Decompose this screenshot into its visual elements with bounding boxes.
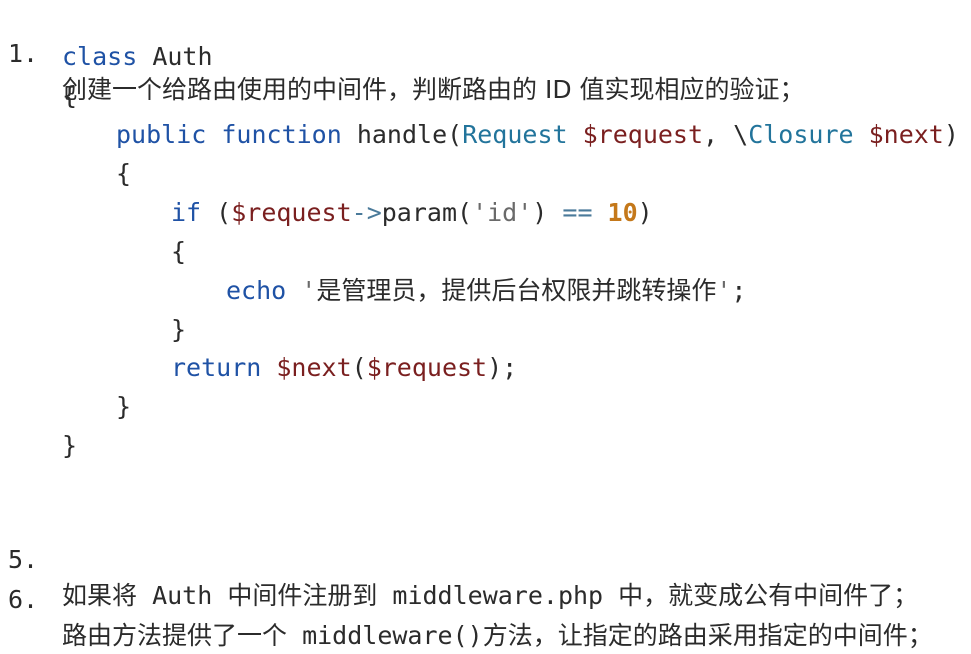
code-brace: } bbox=[116, 392, 132, 421]
code-line-2: { bbox=[62, 78, 77, 114]
code-type: Closure bbox=[748, 120, 854, 149]
code-semicolon: ; bbox=[731, 276, 747, 305]
code-paren: ) bbox=[532, 198, 563, 227]
list-text-part: 路由方法提供了一个 bbox=[62, 621, 288, 650]
code-brace: } bbox=[171, 315, 187, 344]
code-string: 是管理员，提供后台权限并跳转操作 bbox=[316, 276, 717, 305]
code-line-9: return $next($request); bbox=[171, 350, 517, 386]
code-brace: { bbox=[62, 81, 78, 110]
code-quote: ' bbox=[286, 276, 317, 305]
code-variable: $next bbox=[853, 120, 944, 149]
code-paren: ( bbox=[201, 198, 232, 227]
code-string: 'id' bbox=[472, 198, 533, 227]
code-line-6: { bbox=[171, 234, 186, 270]
list-text-part: 中间件注册到 bbox=[227, 581, 378, 610]
code-paren: ( bbox=[351, 353, 367, 382]
list-code-part: Auth bbox=[137, 581, 228, 610]
list-number: 1. bbox=[8, 39, 39, 68]
list-number: 5. bbox=[8, 545, 39, 574]
list-item-1: 1. 创建一个给路由使用的中间件，判断路由的 ID 值实现相应的验证； bbox=[0, 0, 805, 104]
code-variable: $request bbox=[366, 353, 488, 382]
list-text-part: 方法，让指定的路由采用指定的中间件； bbox=[482, 621, 933, 650]
list-text: 路由方法提供了一个 middleware()方法，让指定的路由采用指定的中间件； bbox=[62, 618, 933, 654]
list-text: 创建一个给路由使用的中间件，判断路由的 ID 值实现相应的验证； bbox=[62, 75, 805, 104]
code-paren: ) bbox=[943, 120, 959, 149]
code-keyword: public bbox=[116, 120, 207, 149]
list-item-6: 6. 路由方法提供了一个 middleware()方法，让指定的路由采用指定的中… bbox=[0, 546, 933, 650]
code-variable: $request bbox=[567, 120, 704, 149]
list-code-part: middleware.php bbox=[377, 581, 619, 610]
code-line-11: } bbox=[62, 428, 77, 464]
code-separator: , \ bbox=[703, 120, 749, 149]
list-number: 6. bbox=[8, 585, 39, 614]
code-brace: } bbox=[62, 431, 78, 460]
code-keyword: echo bbox=[226, 276, 287, 305]
code-keyword: if bbox=[171, 198, 202, 227]
list-item-5: 5. 如果将 Auth 中间件注册到 middleware.php 中，就变成公… bbox=[0, 506, 918, 610]
code-operator: == bbox=[562, 198, 593, 227]
code-variable: $next bbox=[261, 353, 352, 382]
code-function-name: handle( bbox=[341, 120, 463, 149]
code-keyword: return bbox=[171, 353, 262, 382]
code-number: 10 bbox=[592, 198, 638, 227]
code-paren: ); bbox=[487, 353, 518, 382]
code-paren: ) bbox=[637, 198, 653, 227]
code-type: Request bbox=[462, 120, 568, 149]
code-line-4: { bbox=[116, 156, 131, 192]
code-brace: { bbox=[116, 159, 132, 188]
list-code-part: middleware() bbox=[287, 621, 483, 650]
code-method: param( bbox=[381, 198, 473, 227]
code-line-7: echo '是管理员，提供后台权限并跳转操作'; bbox=[226, 273, 746, 309]
code-quote: ' bbox=[716, 276, 732, 305]
code-line-5: if ($request->param('id') == 10) bbox=[171, 195, 653, 231]
code-line-1: class Auth bbox=[62, 39, 213, 75]
code-class-name: Auth bbox=[137, 42, 213, 71]
code-arrow: -> bbox=[351, 198, 382, 227]
code-line-8: } bbox=[171, 312, 186, 348]
list-text-part: 如果将 bbox=[62, 581, 138, 610]
code-keyword: function bbox=[206, 120, 342, 149]
code-line-3: public function handle(Request $request,… bbox=[116, 117, 959, 153]
code-keyword: class bbox=[62, 42, 138, 71]
list-text-part: 中，就变成公有中间件了； bbox=[618, 581, 919, 610]
code-variable: $request bbox=[231, 198, 352, 227]
list-text: 如果将 Auth 中间件注册到 middleware.php 中，就变成公有中间… bbox=[62, 578, 918, 614]
code-brace: { bbox=[171, 237, 187, 266]
code-line-10: } bbox=[116, 389, 131, 425]
